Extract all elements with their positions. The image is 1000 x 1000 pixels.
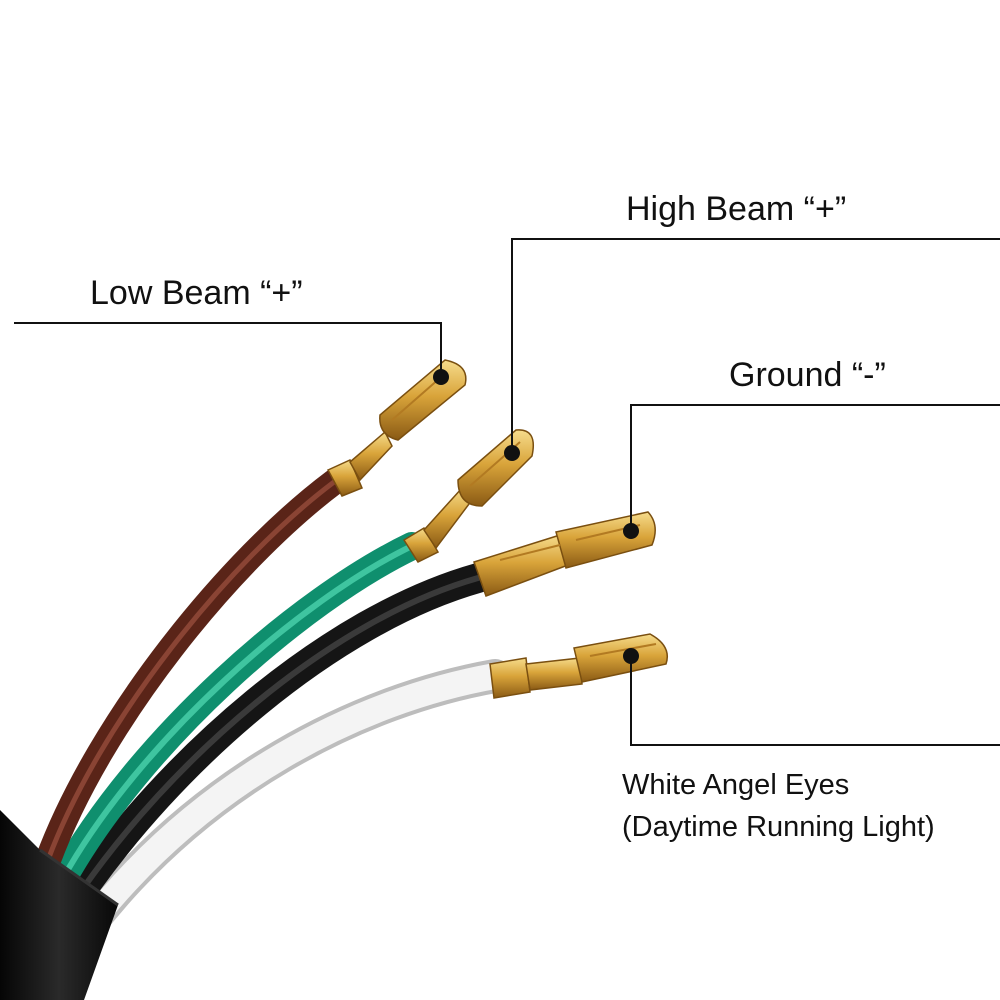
cable-sheath-edge [39, 848, 119, 907]
cable-sheath [0, 810, 118, 1000]
brown-wire-highlight [45, 479, 337, 863]
ground-leader-line [630, 404, 1000, 531]
black-wire-highlight [72, 575, 481, 903]
angel-eyes-leader-line [630, 656, 1000, 746]
high-beam-label: High Beam “+” [626, 190, 847, 228]
ground-label: Ground “-” [729, 356, 886, 394]
daytime-running-light-label: (Daytime Running Light) [622, 811, 935, 843]
high-beam-pin-dot [504, 445, 520, 461]
angel-eyes-terminal [489, 633, 668, 699]
angel-eyes-pin-dot [623, 648, 639, 664]
low-beam-pin-dot [433, 369, 449, 385]
white-wire-highlight [72, 663, 508, 943]
high-beam-leader-line [511, 238, 1000, 453]
white-angel-eyes-label: White Angel Eyes [622, 769, 850, 801]
green-wire-highlight [59, 543, 415, 883]
low-beam-label: Low Beam “+” [90, 274, 303, 312]
low-beam-leader-line [14, 322, 442, 377]
low-beam-terminal [326, 359, 467, 497]
ground-pin-dot [623, 523, 639, 539]
